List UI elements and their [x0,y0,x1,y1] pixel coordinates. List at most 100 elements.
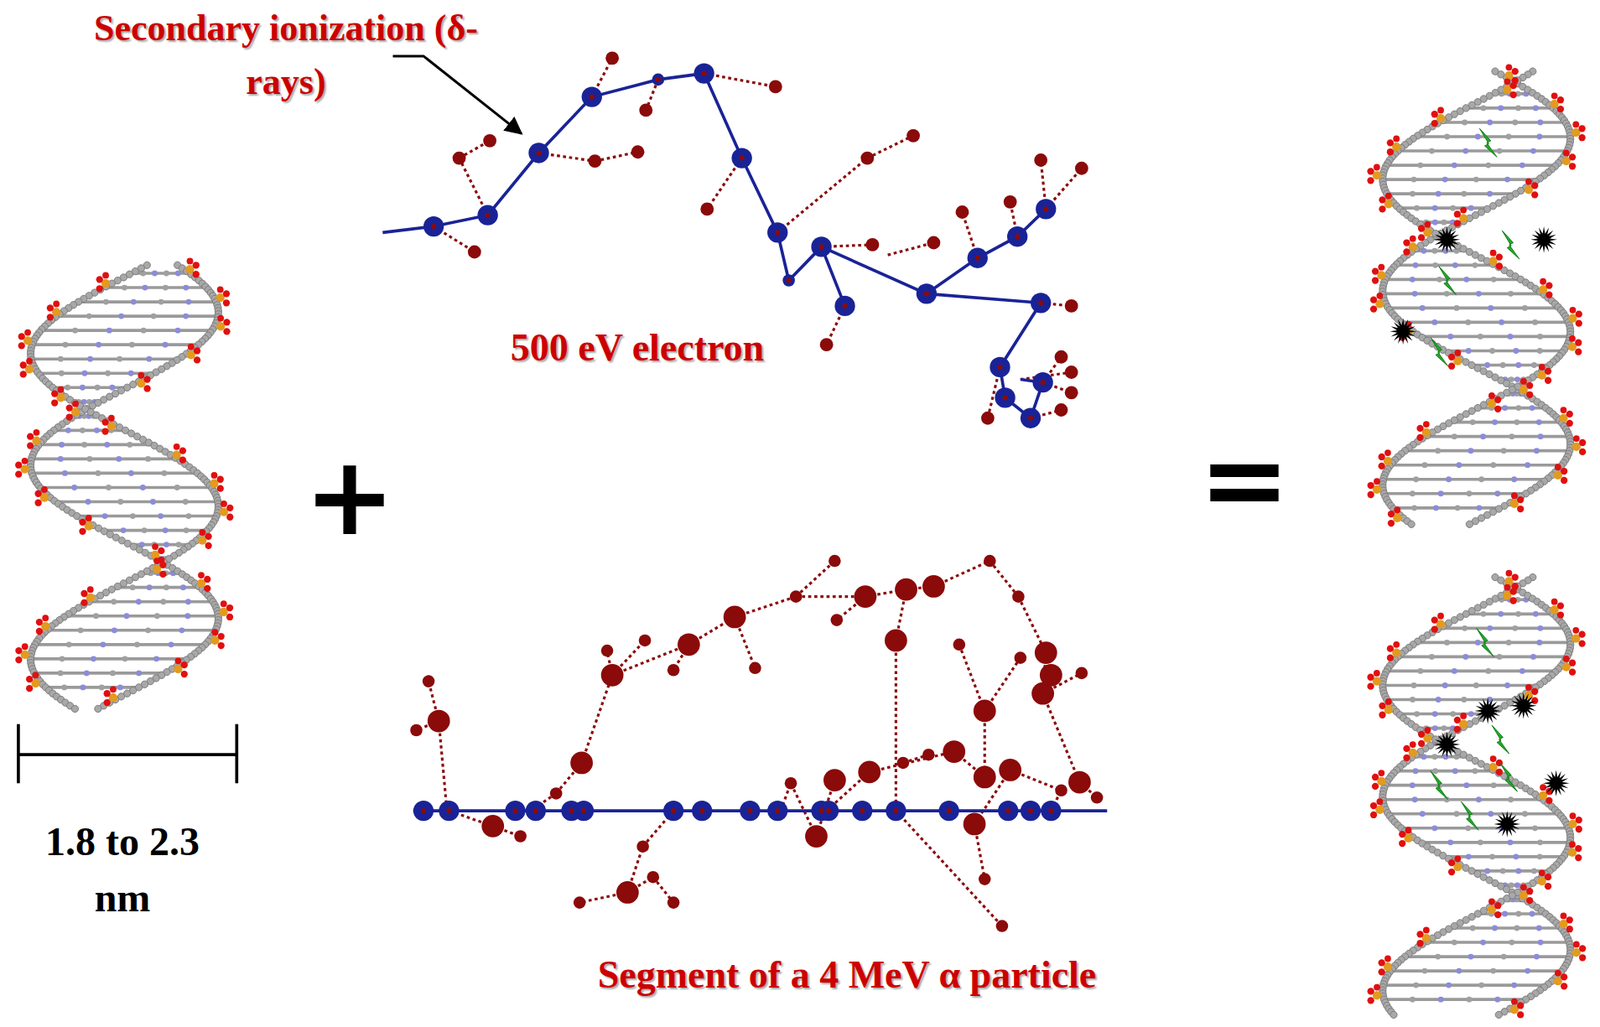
base-atom [1480,433,1486,440]
base-pair [46,685,140,690]
base-damage-star [1493,810,1521,838]
ionization-core [581,808,587,814]
oxygen-atom [1531,181,1538,189]
base-atom [1444,639,1450,646]
base-atom [1513,419,1520,426]
base-atom [1512,348,1519,354]
base-atom [1532,825,1538,832]
base-atom [1480,105,1487,112]
ionization-event [810,236,832,257]
base-atom [98,685,105,691]
ionization-core [701,71,707,77]
ionization-event [916,283,937,304]
oxygen-atom [1459,207,1467,214]
base-atom [145,356,152,363]
ionization-event [691,800,712,821]
secondary-ionization [1054,350,1069,364]
base-pair [1398,712,1490,717]
ionization-core [819,808,825,814]
oxygen-atom [1378,702,1386,710]
oxygen-atom [193,347,201,354]
equals-sign: = [1199,425,1291,535]
ionization-event [1040,800,1061,821]
base-atom [1473,682,1480,689]
oxygen-atom [1574,854,1582,862]
base-atom [59,655,66,662]
base-atom [163,270,170,277]
scale-bar [18,753,237,757]
base-atom [163,541,170,548]
base-atom [1433,504,1439,511]
oxygen-atom [1387,148,1394,156]
secondary-ionization-path [438,721,447,811]
base-pair [31,472,198,476]
ionization-event [851,800,873,821]
base-atom [1409,276,1416,283]
base-atom [1519,668,1526,675]
secondary-ionization [700,202,714,216]
base-atom [120,527,127,534]
oxygen-atom [1554,970,1562,977]
oxygen-atom [203,576,211,583]
oxygen-atom [1506,570,1513,577]
base-atom [1506,134,1512,141]
base-atom [1515,105,1522,112]
base-pair [1386,163,1556,167]
base-pair [31,342,198,347]
oxygen-atom [34,490,42,498]
oxygen-atom [18,332,26,340]
oxygen-atom [173,443,181,451]
oxygen-atom [1526,897,1533,904]
base-atom [109,670,116,676]
oxygen-atom [1373,477,1381,485]
ionization-event [731,147,752,168]
oxygen-atom [1516,1011,1524,1019]
ionization-core [533,808,539,814]
ionization-core [825,808,832,814]
oxygen-atom [1370,802,1377,810]
base-atom [95,342,102,349]
base-atom [1490,782,1497,789]
base-atom [1472,768,1479,775]
base-atom [61,685,68,691]
oxygen-atom [1568,659,1576,667]
base-atom [1441,219,1448,226]
base-pair [31,657,188,661]
base-atom [1434,447,1441,454]
oxygen-atom [1551,598,1559,606]
base-atom [58,441,65,448]
base-atom [1449,711,1456,717]
oxygen-atom [1393,506,1401,514]
secondary-ionization [1090,791,1104,805]
oxygen-atom [1578,134,1585,141]
base-atom [1412,982,1419,989]
oxygen-atom [109,685,117,693]
oxygen-atom [1431,625,1439,633]
base-atom [176,541,182,548]
oxygen-atom [1511,67,1519,75]
oxygen-atom [15,471,22,478]
oxygen-atom [15,647,22,655]
base-atom [178,627,185,634]
secondary-ionization [897,757,910,770]
base-atom [106,327,113,334]
secondary-ionization [955,205,970,219]
ionization-event [739,800,760,821]
ionization-event [652,73,665,87]
base-atom [1466,490,1473,497]
base-atom [81,441,88,448]
base-atom [102,513,109,520]
base-atom [141,527,148,534]
oxygen-atom [181,670,188,678]
oxygen-atom [203,585,211,593]
base-atom [1515,867,1522,874]
base-atom [180,584,187,591]
ionization-core [774,229,780,235]
oxygen-atom [26,441,34,449]
base-atom [1455,462,1462,468]
secondary-ionization [823,768,847,792]
base-damage-star [1433,731,1461,759]
base-atom [1438,997,1445,1003]
base-pair [1439,120,1566,125]
oxygen-atom [1568,153,1576,161]
